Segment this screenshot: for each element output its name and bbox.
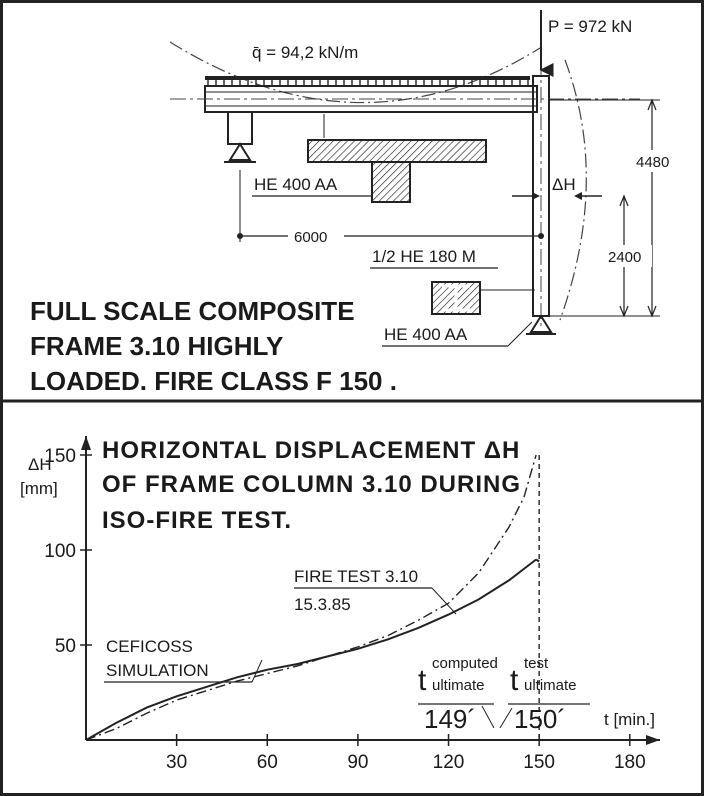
test-t: t [510, 664, 519, 697]
column-deflection-curve [559, 59, 587, 321]
column-section-top-label: 1/2 HE 180 M [372, 247, 476, 266]
height-dim-arrow-bottom [647, 305, 657, 318]
computed-leader [481, 705, 495, 729]
simulation-label-1: CEFICOSS [106, 637, 193, 656]
chart-title-line-3: ISO-FIRE TEST. [102, 507, 292, 534]
computed-sup: computed [432, 655, 498, 672]
load-bar [205, 76, 530, 80]
caption-line-3: LOADED. FIRE CLASS F 150 . [30, 366, 397, 396]
caption-line-1: FULL SCALE COMPOSITE [30, 296, 355, 326]
series-line-0 [85, 558, 537, 741]
column-support-pin [529, 314, 553, 333]
displacement-arrowhead-left [532, 192, 540, 200]
simulation-leader [251, 659, 263, 683]
x-tick-label: 30 [166, 752, 187, 773]
x-axis-arrowhead [646, 735, 660, 745]
chart-series [85, 454, 540, 741]
mid-height-dim-label-bg [604, 245, 652, 267]
span-dim-label-bg [288, 225, 344, 247]
height-dim-label: 4480 [636, 154, 669, 171]
caption-line-2: FRAME 3.10 HIGHLY [30, 331, 283, 361]
beam-section-label: HE 400 AA [254, 175, 338, 194]
simulation-label-2: SIMULATION [106, 661, 209, 680]
computed-t: t [418, 664, 427, 697]
test-leader [499, 707, 513, 729]
test-value: 150´ [514, 704, 566, 734]
height-dim-arrow-top [647, 98, 657, 111]
chart-title-line-1: HORIZONTAL DISPLACEMENT ΔH [102, 437, 520, 464]
left-support-pin [228, 142, 252, 161]
column-section-steel [442, 284, 470, 312]
beam-section-slab [307, 139, 487, 163]
mid-height-dim-arrow-top [619, 194, 629, 207]
series-line-1 [85, 454, 537, 741]
point-load-label: P = 972 kN [548, 17, 632, 36]
x-tick-label: 60 [257, 752, 278, 773]
fire-test-label: FIRE TEST 3.10 [294, 567, 418, 586]
y-tick-label: 100 [44, 541, 76, 562]
chart: HORIZONTAL DISPLACEMENT ΔH OF FRAME COLU… [20, 436, 660, 773]
x-tick-label: 180 [614, 752, 646, 773]
computed-value: 149´ [424, 704, 476, 734]
computed-sub: ultimate [432, 677, 485, 694]
fire-test-date: 15.3.85 [294, 595, 351, 614]
column-section-bottom-label: HE 400 AA [384, 325, 468, 344]
displacement-label: ΔH [552, 175, 576, 194]
distributed-load-label: q̄ = 94,2 kN/m [252, 43, 358, 62]
displacement-arrowhead-right [574, 192, 582, 200]
test-sub: ultimate [524, 677, 577, 694]
chart-title-line-2: OF FRAME COLUMN 3.10 DURING [102, 471, 521, 498]
y-tick-label: 50 [55, 636, 76, 657]
x-tick-label: 90 [347, 752, 368, 773]
span-dim-label: 6000 [294, 229, 327, 246]
beam-section-web [371, 161, 411, 203]
column-section-bottom-leader [507, 321, 533, 347]
fire-test-leader [431, 587, 457, 615]
left-support-block [227, 111, 253, 145]
x-tick-label: 150 [523, 752, 555, 773]
mid-height-dim-label: 2400 [608, 249, 641, 266]
beam-deflection-curve [169, 41, 541, 104]
y-axis-label: ΔH [28, 455, 52, 474]
y-axis-unit: [mm] [20, 479, 58, 498]
mid-height-dim-arrow-bottom [619, 305, 629, 318]
x-tick-label: 120 [433, 752, 465, 773]
chart-axes: 30 60 90 120 150 180 50 100 150 [44, 436, 660, 773]
frame-sketch: P = 972 kN q̄ = 94,2 kN/m HE 400 AA 6000… [30, 10, 680, 396]
test-sup: test [524, 655, 549, 672]
simulation-end [535, 558, 540, 563]
height-dim-label-bg [632, 150, 680, 172]
y-axis-arrowhead [81, 436, 91, 450]
span-dim-dot-right [538, 233, 544, 239]
span-dim-dot-left [237, 233, 243, 239]
x-axis-label: t [min.] [604, 710, 655, 729]
y-tick-label: 150 [44, 446, 76, 467]
